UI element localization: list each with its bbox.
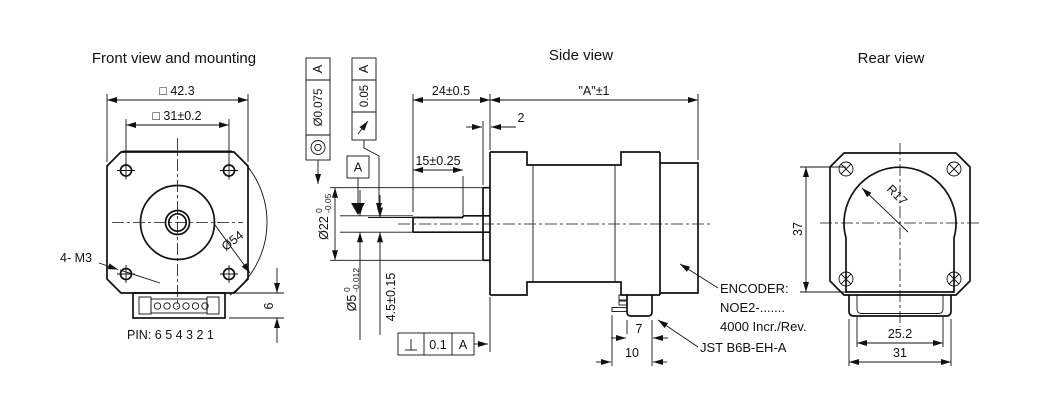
dim-pilot-length: 2: [466, 111, 525, 185]
dim-pilot-dia-main: Ø22: [317, 216, 331, 240]
pilot-boss-outline: [482, 186, 490, 262]
dim-flat-length-text: 15±0.25: [415, 154, 460, 168]
encoder-note-line2: NOE2-.......: [720, 300, 785, 315]
runout-icon: [357, 120, 369, 135]
dim-cover-height: 37: [791, 166, 846, 293]
front-view: Front view and mounting: [60, 50, 284, 343]
dim-connector-outer: 31: [848, 319, 952, 366]
dim-shaft-length: 24±0.5: [412, 84, 491, 212]
rear-connector-outline: [848, 295, 952, 317]
encoder-note: ENCODER: NOE2-....... 4000 Incr./Rev.: [679, 263, 806, 334]
dim-outer-square-text: □ 42.3: [159, 84, 194, 98]
dim-outer-square: □ 42.3: [106, 84, 249, 162]
screw-icon: [946, 161, 962, 177]
mounting-hole: [117, 161, 135, 180]
dim-shaft-dia-main: Ø5: [345, 295, 359, 312]
connector-right-latch: [206, 296, 220, 315]
connector-pins: [153, 302, 209, 310]
front-connector: [132, 292, 226, 319]
dim-connector-height-text: 6: [262, 302, 276, 309]
connector-pin-upper: [618, 300, 628, 306]
mounting-hole: [220, 265, 238, 283]
encoder-housing-outline: [660, 162, 699, 294]
connector-tab: [618, 294, 628, 301]
dim-connector-outer-text: 31: [893, 346, 907, 360]
dim-shaft-dia: Ø5 0 -0.012: [342, 190, 363, 340]
side-connector-outline: [611, 294, 653, 317]
connector-pin-housing: [150, 298, 208, 314]
dim-pilot-dia: Ø22 0 -0.05: [314, 187, 483, 261]
concentricity-icon: [310, 140, 326, 155]
dim-pilot-length-text: 2: [518, 111, 525, 125]
mounting-holes-text: 4- M3: [60, 251, 92, 265]
rear-view: Rear view: [791, 50, 980, 366]
encoder-cover-outline: [843, 166, 957, 293]
dim-hole-spacing-text: □ 31±0.2: [152, 109, 201, 123]
datum-a-label: A: [354, 161, 363, 175]
dim-cover-height-text: 37: [791, 222, 805, 236]
side-view-title: Side view: [549, 47, 613, 64]
pilot-boss-circle: [139, 184, 216, 261]
encoder-note-line1: ENCODER:: [720, 281, 789, 296]
side-view: Side view: [305, 47, 806, 366]
dim-connector-height: 6: [229, 268, 284, 343]
connector-note-text: JST B6B-EH-A: [700, 340, 787, 355]
rear-body-outline: [829, 152, 971, 296]
fcf-perpendicularity: 0.1 A: [397, 297, 491, 356]
swing-circle-arc-left: [106, 150, 124, 168]
dim-connector-width: 7: [611, 320, 668, 366]
fcf-runout-leader: [363, 140, 382, 213]
dim-flat-length: 15±0.25: [413, 154, 464, 215]
connector-note: JST B6B-EH-A: [657, 319, 787, 355]
fcf-perpendicularity-datum: A: [459, 338, 468, 352]
fcf-runout-tol: 0.05: [359, 85, 371, 107]
dim-shaft-dia-lower-tol: -0.012: [351, 268, 361, 292]
dim-connector-inner: 25.2: [856, 317, 944, 347]
fcf-runout: A 0.05: [351, 57, 382, 213]
mounting-hole: [220, 161, 238, 180]
dim-body-length: "A"±1: [490, 84, 699, 160]
dim-swing-circle: Ø54: [214, 224, 251, 274]
dim-connector-width-text: 7: [636, 322, 643, 336]
fcf-concentricity-datum: A: [311, 64, 325, 73]
dim-cover-radius-text: R17: [884, 182, 910, 208]
fcf-runout-datum: A: [357, 64, 371, 73]
dim-flat-height-text: 4.5±0.15: [384, 273, 398, 322]
motor-body-outline: [489, 151, 661, 296]
encoder-note-leader: [679, 263, 719, 289]
dim-body-length-text: "A"±1: [578, 84, 609, 98]
dim-shaft-length-text: 24±0.5: [432, 84, 470, 98]
dim-shaft-dia-upper-tol: 0: [342, 287, 352, 292]
front-view-title: Front view and mounting: [92, 50, 256, 67]
fcf-perpendicularity-tol: 0.1: [429, 338, 446, 352]
label-mounting-holes: 4- M3: [60, 251, 161, 284]
shaft-outline: [412, 214, 490, 234]
pin-numbering-label: PIN: 6 5 4 3 2 1: [127, 328, 214, 342]
connector-note-leader: [657, 319, 699, 348]
dim-connector-overall: 10: [596, 315, 667, 366]
dim-pilot-dia-upper-tol: 0: [314, 208, 324, 213]
shaft-circle: [167, 212, 188, 233]
mounting-holes: [117, 161, 238, 283]
dim-flat-height: 4.5±0.15: [377, 195, 398, 335]
connector-left-latch: [138, 296, 152, 315]
dim-connector-inner-text: 25.2: [888, 327, 912, 341]
dim-connector-overall-text: 10: [625, 346, 639, 360]
dim-pilot-dia-lower-tol: -0.05: [323, 193, 333, 213]
fcf-concentricity: A Ø0.075: [305, 57, 331, 184]
rear-view-title: Rear view: [858, 50, 925, 67]
dim-cover-radius: R17: [861, 182, 910, 233]
datum-a: A: [346, 155, 370, 215]
fcf-concentricity-tol: Ø0.075: [313, 89, 325, 127]
screw-icon: [838, 161, 854, 177]
swing-circle-arc-right: [229, 150, 268, 296]
encoder-note-line3: 4000 Incr./Rev.: [720, 319, 806, 334]
shaft-chamfer-circle: [164, 209, 191, 236]
perpendicularity-icon: [405, 339, 417, 351]
dim-hole-spacing: □ 31±0.2: [125, 109, 230, 164]
datum-triangle-icon: [351, 203, 365, 215]
connector-pin-lower: [611, 307, 628, 312]
rear-connector-inner: [856, 295, 944, 314]
